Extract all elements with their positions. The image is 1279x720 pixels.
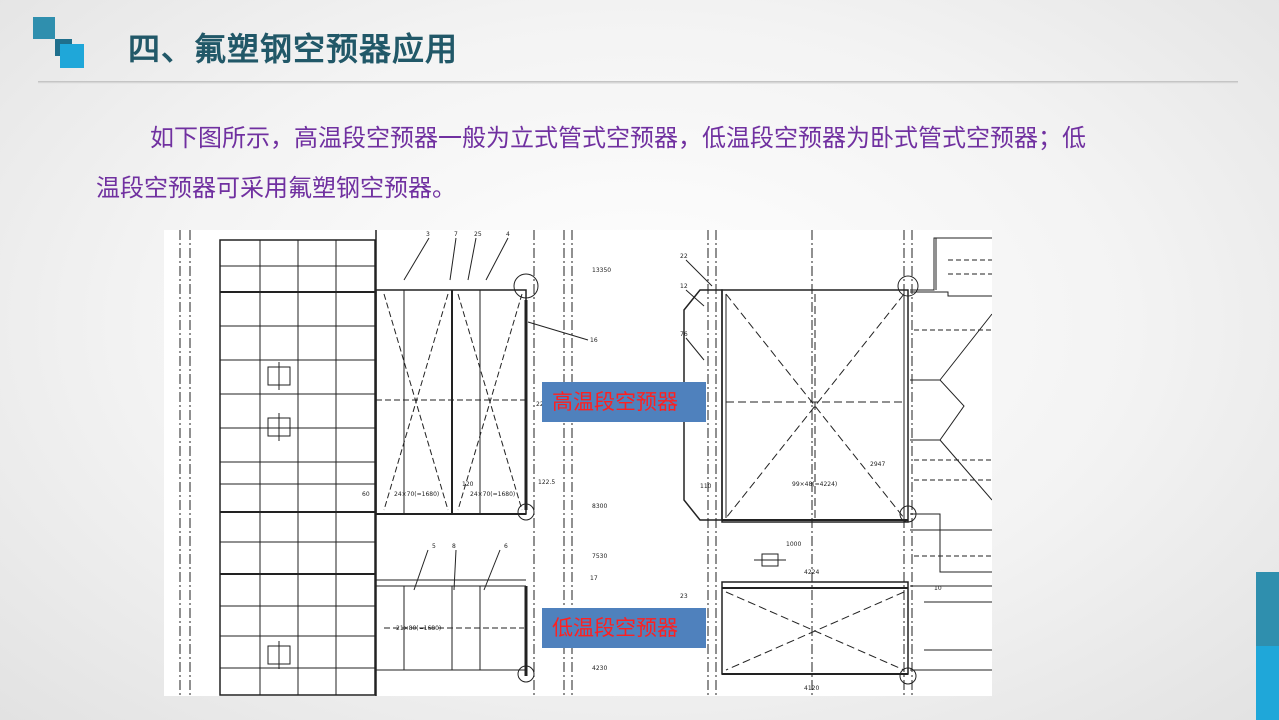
slide-paragraph: 如下图所示，高温段空预器一般为立式管式空预器，低温段空预器为卧式管式空预器；低温…: [96, 124, 1086, 202]
logo-square-1: [33, 17, 55, 39]
mark-4120: 4120: [804, 685, 819, 692]
mark-60: 60: [362, 491, 370, 498]
mark-10: 10: [934, 585, 942, 592]
elevation-13350: 13350: [592, 267, 611, 274]
mark-2947: 2947: [870, 461, 885, 468]
mark-5: 5: [432, 543, 436, 550]
slide-logo: [33, 17, 85, 69]
elevation-7530: 7530: [592, 553, 607, 560]
drawing-canvas: 3 7 25 4 16 22 12 76 17 23 10 6 8 5 1000…: [179, 230, 992, 696]
mark-17: 17: [590, 575, 598, 582]
high-temp-label: 高温段空预器: [542, 382, 706, 422]
mark-4224: 4224: [804, 569, 819, 576]
pitch-left: 24×70(=1680): [394, 491, 439, 498]
slide-title: 四、氟塑钢空预器应用: [128, 30, 459, 68]
mark-23: 23: [680, 593, 688, 600]
pitch-right-housing: 99×48(=4224): [792, 481, 837, 488]
mark-12: 12: [680, 283, 688, 290]
logo-square-3: [60, 44, 84, 68]
mark-110: 110: [700, 483, 712, 490]
low-temp-label: 低温段空预器: [542, 608, 706, 648]
mark-25: 25: [474, 231, 482, 238]
mark-120: 120: [462, 481, 474, 488]
title-divider: [38, 81, 1238, 84]
side-accent-light: [1256, 646, 1279, 720]
mark-8: 8: [452, 543, 456, 550]
mark-1000: 1000: [786, 541, 801, 548]
pitch-right: 24×70(=1680): [470, 491, 515, 498]
mark-4: 4: [506, 231, 510, 238]
pitch-low: 21×80(=1680): [396, 625, 441, 632]
elevation-4230: 4230: [592, 665, 607, 672]
mark-22: 22: [680, 253, 688, 260]
high-temp-bundle: [375, 230, 589, 696]
elevation-8300: 8300: [592, 503, 607, 510]
mark-16: 16: [590, 337, 598, 344]
mark-122-5: 122.5: [538, 479, 555, 486]
left-tube-grid: [219, 239, 376, 696]
side-accent-dark: [1256, 572, 1279, 646]
right-housing: [683, 259, 919, 685]
mark-76: 76: [680, 331, 688, 338]
mark-6: 6: [504, 543, 508, 550]
mark-3: 3: [426, 231, 430, 238]
mark-7: 7: [454, 231, 458, 238]
right-ducts: [910, 237, 992, 671]
